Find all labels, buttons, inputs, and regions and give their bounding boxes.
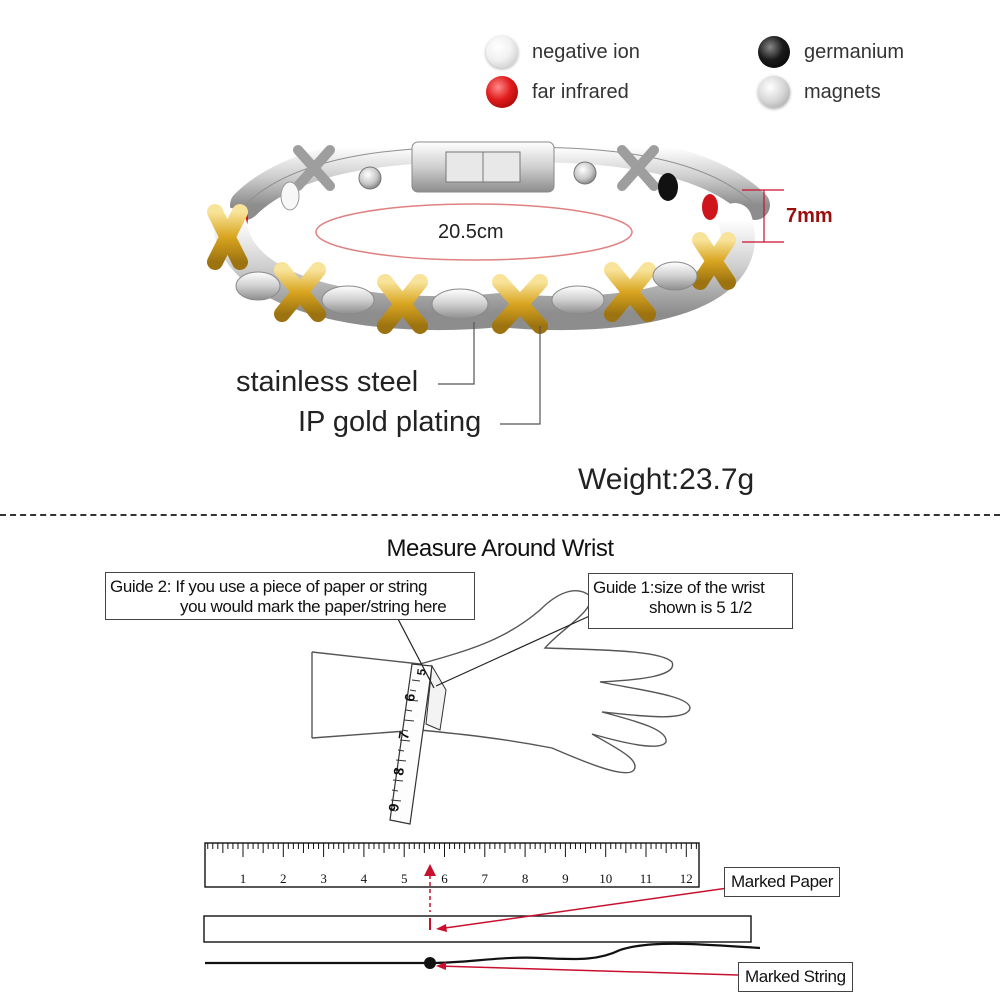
bracelet-illustration bbox=[207, 132, 784, 425]
wrist-tape: 6 7 8 9 5 bbox=[385, 663, 447, 825]
width-label: 7mm bbox=[786, 205, 833, 227]
legend-negative-ion: negative ion bbox=[486, 36, 640, 68]
ruler-number: 3 bbox=[320, 871, 327, 886]
guide2-box: Guide 2: If you use a piece of paper or … bbox=[105, 572, 475, 620]
measure-heading: Measure Around Wrist bbox=[386, 535, 615, 562]
material-gold-plating-label: IP gold plating bbox=[298, 406, 482, 438]
guide2-line2: you would mark the paper/string here bbox=[180, 597, 447, 616]
far-infrared-dot-icon bbox=[486, 76, 518, 108]
tape-number: 7 bbox=[395, 730, 412, 740]
legend-negative-ion-label: negative ion bbox=[532, 40, 640, 63]
ruler-number: 7 bbox=[482, 871, 489, 886]
marked-paper-label: Marked Paper bbox=[724, 867, 840, 897]
tape-number: 5 bbox=[414, 668, 429, 677]
guide1-line2: shown is 5 1/2 bbox=[649, 598, 753, 617]
bracelet-back-links bbox=[230, 132, 770, 232]
guide1-pointer-line bbox=[435, 613, 595, 687]
ruler-number: 9 bbox=[562, 871, 569, 886]
legend-magnets: magnets bbox=[758, 76, 881, 108]
bracelet-front-links bbox=[207, 203, 755, 334]
germanium-dot-icon bbox=[758, 36, 790, 68]
material-callout-lines bbox=[438, 322, 541, 425]
ruler-number: 6 bbox=[441, 871, 448, 886]
ruler-number: 8 bbox=[522, 871, 529, 886]
ruler-number: 1 bbox=[240, 871, 247, 886]
negative-ion-dot-icon bbox=[486, 36, 518, 68]
ruler-number: 11 bbox=[640, 871, 653, 886]
marked-string-label: Marked String bbox=[738, 962, 853, 992]
ruler-number: 12 bbox=[680, 871, 693, 886]
string-mark bbox=[424, 957, 436, 969]
ruler-number: 10 bbox=[599, 871, 612, 886]
tape-number: 9 bbox=[385, 802, 402, 812]
marked-string-arrow bbox=[437, 965, 739, 976]
marked-paper-strip bbox=[203, 915, 752, 943]
ruler-number: 4 bbox=[361, 871, 368, 886]
marked-string bbox=[205, 942, 761, 965]
legend-germanium-label: germanium bbox=[804, 40, 905, 63]
ruler-mark-arrow bbox=[424, 864, 436, 876]
guide2-line1: Guide 2: If you use a piece of paper or … bbox=[110, 577, 428, 596]
guide1-box: Guide 1:size of the wrist shown is 5 1/2 bbox=[588, 573, 793, 629]
guide2-pointer-line bbox=[397, 618, 435, 689]
legend-germanium: germanium bbox=[758, 36, 904, 68]
ruler-number: 2 bbox=[280, 871, 287, 886]
magnets-dot-icon bbox=[758, 76, 790, 108]
section-divider bbox=[0, 514, 1000, 516]
legend-magnets-label: magnets bbox=[804, 80, 881, 103]
width-dimension-marker bbox=[742, 189, 784, 243]
material-stainless-steel-label: stainless steel bbox=[236, 366, 419, 398]
weight-label: Weight:23.7g bbox=[578, 463, 755, 496]
legend-far-infrared-label: far infrared bbox=[532, 80, 629, 103]
guide1-line1: Guide 1:size of the wrist bbox=[593, 578, 765, 597]
legend-far-infrared: far infrared bbox=[486, 76, 629, 108]
marked-paper-arrow bbox=[437, 887, 729, 930]
diameter-label: 20.5cm bbox=[438, 221, 504, 243]
tape-number: 8 bbox=[390, 766, 407, 776]
ruler-number: 5 bbox=[401, 871, 408, 886]
diameter-ellipse bbox=[315, 203, 633, 261]
tape-number: 6 bbox=[401, 692, 418, 702]
